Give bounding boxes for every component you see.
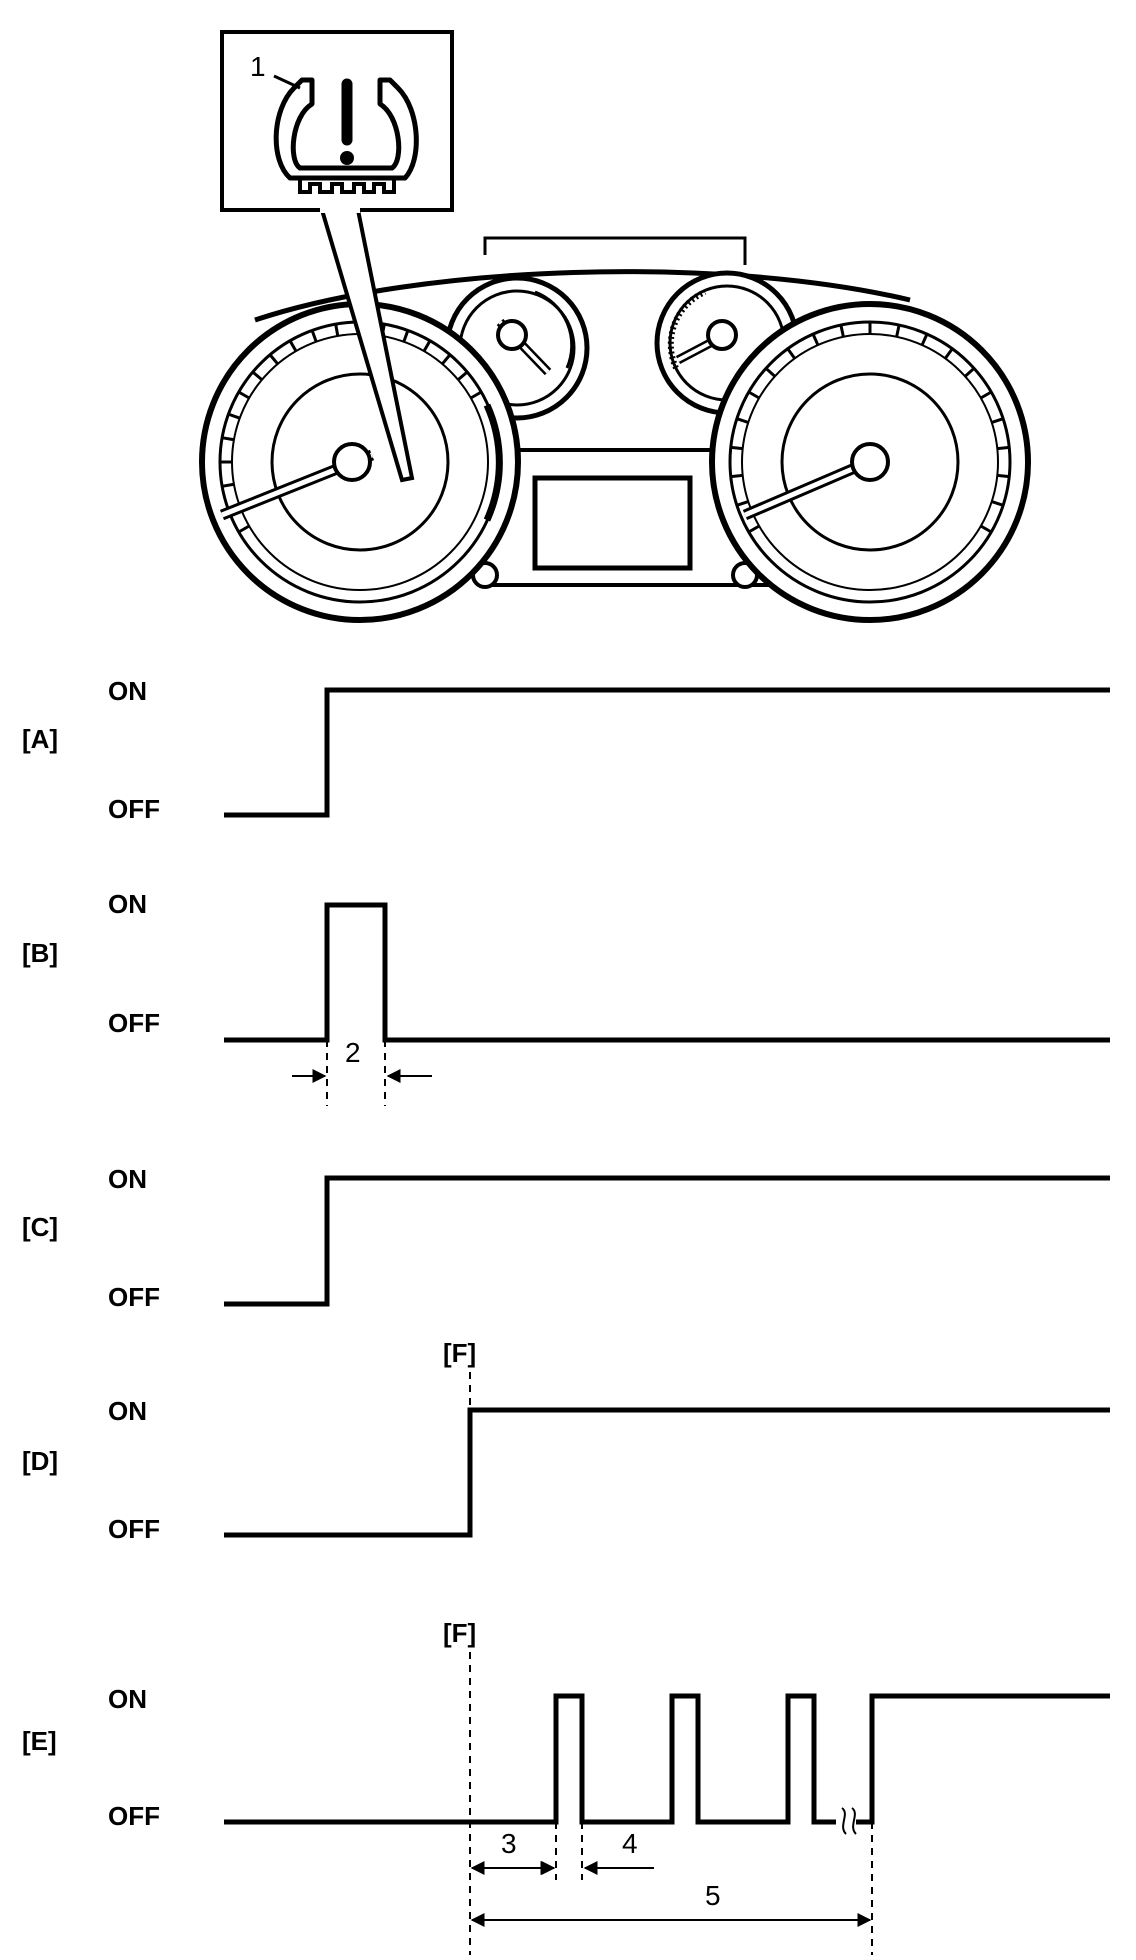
- tire-pressure-warning-icon: [273, 77, 419, 194]
- signal-row-e: [F] [E] ON OFF 3 4 5: [22, 1618, 1110, 1955]
- gauge-tick: [730, 445, 743, 451]
- tachometer-gauge: [709, 301, 1031, 623]
- waveform-a: [224, 687, 1110, 818]
- gauge-tick: [980, 524, 992, 534]
- gauge-tick: [221, 436, 235, 442]
- level-off-a: OFF: [108, 794, 160, 824]
- level-off-b: OFF: [108, 1008, 160, 1038]
- time-break-symbol: [841, 1807, 857, 1835]
- gauge-tick: [238, 390, 250, 400]
- signal-row-c: [C] ON OFF: [22, 1164, 1110, 1312]
- signal-row-b: [B] ON OFF 2: [22, 889, 1110, 1106]
- gauge-tick: [920, 333, 929, 346]
- level-on-b: ON: [108, 889, 147, 919]
- gauge-tick: [288, 340, 298, 352]
- gauge-tick: [334, 323, 340, 337]
- level-on-c: ON: [108, 1164, 147, 1194]
- dimension-3-label: 3: [501, 1828, 517, 1859]
- row-label-c: [C]: [22, 1212, 58, 1242]
- gauge-tick: [997, 473, 1010, 479]
- gauge-tick: [895, 324, 901, 338]
- warning-light-callout: 1: [220, 30, 454, 483]
- gauge-tick: [839, 324, 845, 338]
- signal-row-d: [F] [D] ON OFF: [22, 1338, 1110, 1544]
- row-label-a: [A]: [22, 724, 58, 754]
- gauge-tick: [736, 417, 749, 424]
- waveform-e-steady: [856, 1693, 1110, 1825]
- waveform-b: [224, 902, 1110, 1043]
- gauge-tick: [221, 482, 235, 488]
- marker-f-row-d: [F]: [443, 1338, 476, 1368]
- waveform-e-pulses: [224, 1693, 836, 1825]
- gauge-tick: [402, 329, 410, 343]
- instrument-cluster: 1: [199, 30, 1031, 623]
- gauge-tick: [811, 333, 820, 346]
- gauge-tick: [748, 390, 760, 400]
- level-off-e: OFF: [108, 1801, 160, 1831]
- dimension-4-label: 4: [622, 1828, 638, 1859]
- gauge-tick: [748, 524, 760, 534]
- gauge-tick: [227, 412, 241, 420]
- gauge-tick: [980, 390, 992, 400]
- level-on-e: ON: [108, 1684, 147, 1714]
- row-label-e: [E]: [22, 1726, 57, 1756]
- signal-row-a: [A] ON OFF: [22, 676, 1110, 824]
- gauge-tick: [238, 524, 250, 534]
- gauge-tick: [736, 500, 749, 507]
- waveform-c: [224, 1175, 1110, 1307]
- gauge-tick: [422, 340, 432, 352]
- marker-f-row-e: [F]: [443, 1618, 476, 1648]
- gauge-tick: [251, 370, 263, 381]
- callout-number-1: 1: [250, 51, 266, 82]
- row-label-d: [D]: [22, 1446, 58, 1476]
- level-on-a: ON: [108, 676, 147, 706]
- speedometer-gauge: [199, 301, 521, 623]
- gauge-tick: [991, 417, 1004, 424]
- waveform-d: [224, 1407, 1110, 1538]
- gauge-tick: [310, 329, 318, 343]
- gauge-tick: [730, 473, 743, 479]
- center-display: [532, 475, 693, 571]
- gauge-tick: [441, 353, 452, 365]
- gauge-tick: [964, 367, 976, 378]
- gauge-tick: [991, 500, 1004, 507]
- gauge-tick: [268, 353, 279, 365]
- gauge-tick: [944, 347, 954, 360]
- row-label-b: [B]: [22, 938, 58, 968]
- level-off-d: OFF: [108, 1514, 160, 1544]
- gauge-tick: [786, 347, 796, 360]
- dimension-2-label: 2: [345, 1037, 361, 1068]
- gauge-tick: [997, 445, 1010, 451]
- gauge-tick: [470, 390, 482, 400]
- level-off-c: OFF: [108, 1282, 160, 1312]
- level-on-d: ON: [108, 1396, 147, 1426]
- dimension-5-label: 5: [705, 1880, 721, 1911]
- gauge-tick: [457, 370, 469, 381]
- gauge-tick: [764, 367, 776, 378]
